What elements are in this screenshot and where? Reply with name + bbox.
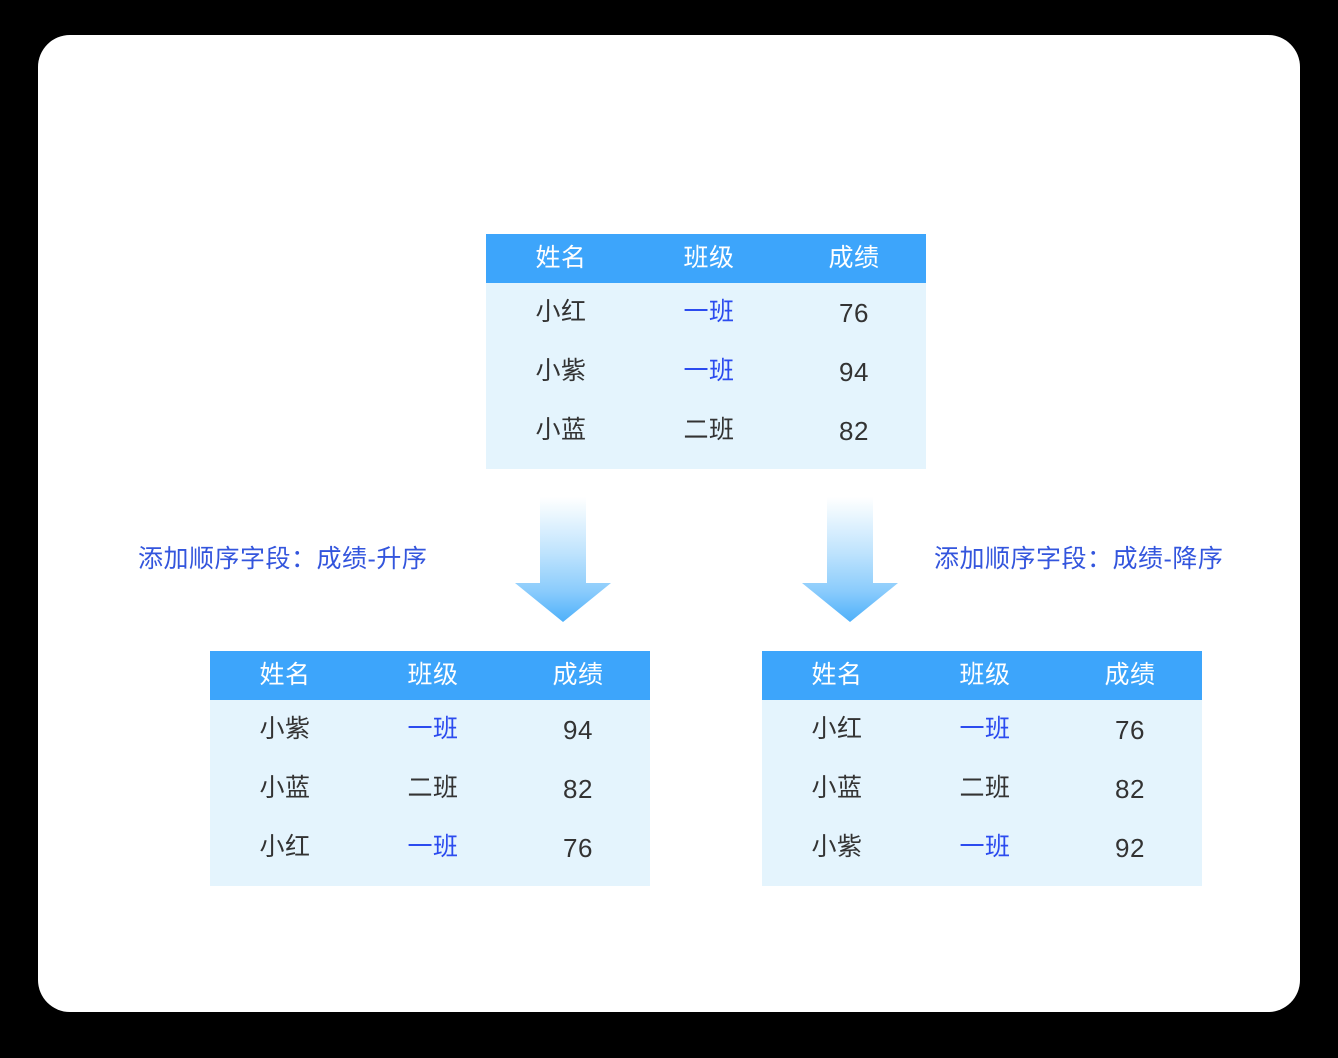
source-table: 姓名 班级 成绩 小红 一班 76 小紫 一班 94 小蓝 二班 82: [486, 234, 926, 469]
descending-caption: 添加顺序字段：成绩-降序: [934, 545, 1224, 573]
cell-name: 小红: [259, 833, 311, 861]
cell-score: 82: [563, 773, 593, 804]
table-row: 小蓝 二班 82: [762, 759, 1202, 818]
column-header-score: 成绩: [1104, 661, 1156, 689]
cell-name: 小蓝: [535, 416, 587, 444]
cell-class: 二班: [959, 774, 1011, 802]
cell-class: 一班: [407, 833, 459, 861]
column-header-score: 成绩: [828, 244, 880, 272]
descending-table-header-row: 姓名 班级 成绩: [762, 651, 1202, 700]
cell-score: 82: [1115, 773, 1145, 804]
column-header-name: 姓名: [811, 661, 863, 689]
descending-table-body: 小红 一班 76 小蓝 二班 82 小紫 一班 92: [762, 700, 1202, 886]
ascending-table-body: 小紫 一班 94 小蓝 二班 82 小红 一班 76: [210, 700, 650, 886]
cell-class: 一班: [683, 357, 735, 385]
column-header-score: 成绩: [552, 661, 604, 689]
column-header-class: 班级: [959, 661, 1011, 689]
cell-class: 一班: [407, 715, 459, 743]
table-row: 小红 一班 76: [762, 700, 1202, 759]
ascending-caption: 添加顺序字段：成绩-升序: [138, 545, 428, 573]
cell-name: 小紫: [259, 715, 311, 743]
down-arrow-icon: [802, 497, 898, 622]
descending-result-table: 姓名 班级 成绩 小红 一班 76 小蓝 二班 82 小紫 一班 92: [762, 651, 1202, 886]
table-row: 小紫 一班 94: [486, 342, 926, 401]
source-table-body: 小红 一班 76 小紫 一班 94 小蓝 二班 82: [486, 283, 926, 469]
cell-score: 76: [563, 832, 593, 863]
table-row: 小红 一班 76: [486, 283, 926, 342]
cell-score: 82: [839, 415, 869, 446]
table-row: 小蓝 二班 82: [486, 401, 926, 460]
cell-name: 小蓝: [259, 774, 311, 802]
cell-score: 76: [1115, 714, 1145, 745]
table-row: 小红 一班 76: [210, 818, 650, 877]
cell-score: 94: [563, 714, 593, 745]
cell-name: 小蓝: [811, 774, 863, 802]
table-row: 小紫 一班 92: [762, 818, 1202, 877]
column-header-name: 姓名: [259, 661, 311, 689]
cell-name: 小红: [535, 298, 587, 326]
column-header-class: 班级: [407, 661, 459, 689]
source-table-header-row: 姓名 班级 成绩: [486, 234, 926, 283]
cell-score: 94: [839, 356, 869, 387]
ascending-table-header-row: 姓名 班级 成绩: [210, 651, 650, 700]
column-header-class: 班级: [683, 244, 735, 272]
down-arrow-icon: [515, 497, 611, 622]
table-row: 小紫 一班 94: [210, 700, 650, 759]
content-card: 姓名 班级 成绩 小红 一班 76 小紫 一班 94 小蓝 二班 82: [38, 35, 1300, 1012]
table-row: 小蓝 二班 82: [210, 759, 650, 818]
cell-score: 92: [1115, 832, 1145, 863]
cell-name: 小紫: [811, 833, 863, 861]
cell-score: 76: [839, 297, 869, 328]
cell-class: 一班: [683, 298, 735, 326]
column-header-name: 姓名: [535, 244, 587, 272]
cell-name: 小红: [811, 715, 863, 743]
cell-class: 一班: [959, 833, 1011, 861]
cell-class: 一班: [959, 715, 1011, 743]
cell-class: 二班: [407, 774, 459, 802]
cell-class: 二班: [683, 416, 735, 444]
cell-name: 小紫: [535, 357, 587, 385]
ascending-result-table: 姓名 班级 成绩 小紫 一班 94 小蓝 二班 82 小红 一班 76: [210, 651, 650, 886]
